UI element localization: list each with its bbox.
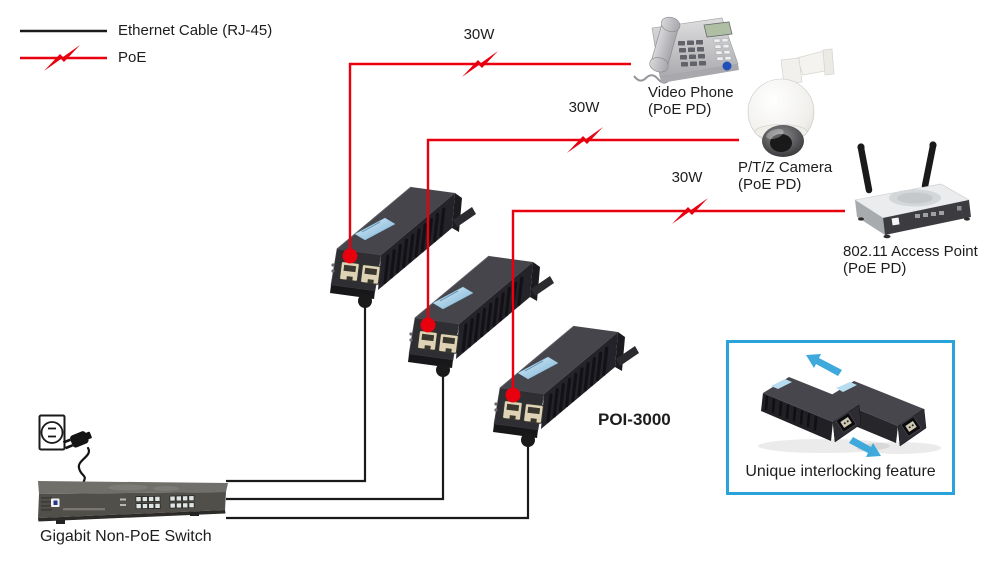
slide-arrow-up-icon xyxy=(806,354,842,376)
interlock-injector-left xyxy=(761,377,862,443)
legend-ethernet-label: Ethernet Cable (RJ-45) xyxy=(118,22,273,39)
antenna-left xyxy=(857,144,873,194)
wattage-label-camera: 30W xyxy=(568,99,600,116)
poe-bolt-icon-2 xyxy=(567,127,603,153)
legend-poe-label: PoE xyxy=(118,49,147,66)
injector-model-label: POI-3000 xyxy=(598,410,671,429)
switch-label: Gigabit Non-PoE Switch xyxy=(40,528,212,545)
poe-cable-phone xyxy=(348,62,631,256)
ptz-camera-label: P/T/Z Camera (PoE PD) xyxy=(738,159,832,193)
poe-cable-access-point xyxy=(511,209,845,395)
video-phone-type: (PoE PD) xyxy=(648,101,712,118)
antenna-right xyxy=(921,142,937,190)
access-point-name: 802.11 Access Point xyxy=(843,243,978,260)
poe-endpoint-dot-3 xyxy=(505,387,521,403)
ptz-camera-type: (PoE PD) xyxy=(738,176,802,193)
poe-endpoint-dot-2 xyxy=(420,317,436,333)
interlock-illustration xyxy=(758,354,941,457)
gigabit-switch-image xyxy=(38,481,228,524)
ethernet-cable-3 xyxy=(226,440,530,520)
slide-arrow-down-icon xyxy=(849,437,881,457)
video-phone-label: Video Phone (PoE PD) xyxy=(648,84,734,118)
access-point-label: 802.11 Access Point (PoE PD) xyxy=(843,243,978,277)
switch-port-group xyxy=(135,495,195,510)
ethernet-endpoint-dot-3 xyxy=(521,433,535,447)
poe-cable-camera xyxy=(426,138,739,325)
access-point-image xyxy=(854,141,971,239)
phone-handset xyxy=(649,16,681,73)
poe-bolt-icon-1 xyxy=(462,51,498,77)
interlock-caption: Unique interlocking feature xyxy=(745,463,936,480)
wattage-label-access-point: 30W xyxy=(671,169,703,186)
ptz-camera-name: P/T/Z Camera xyxy=(738,159,833,176)
video-phone-name: Video Phone xyxy=(648,84,734,101)
poe-bolt-icon-3 xyxy=(672,198,708,224)
ethernet-cable-1 xyxy=(226,301,367,483)
access-point-type: (PoE PD) xyxy=(843,260,907,277)
power-outlet-icon xyxy=(38,414,66,451)
ptz-camera-image xyxy=(747,48,835,157)
ethernet-endpoint-dot-1 xyxy=(358,294,372,308)
wattage-label-phone: 30W xyxy=(463,26,495,43)
video-phone-image xyxy=(633,16,739,84)
ethernet-cable-2 xyxy=(226,370,445,501)
poe-endpoint-dot-1 xyxy=(342,248,358,264)
power-plug-icon xyxy=(62,431,92,485)
ethernet-endpoint-dot-2 xyxy=(436,363,450,377)
interlock-inset-box: Unique interlocking feature xyxy=(726,340,955,495)
legend-poe-bolt-icon xyxy=(44,45,80,71)
